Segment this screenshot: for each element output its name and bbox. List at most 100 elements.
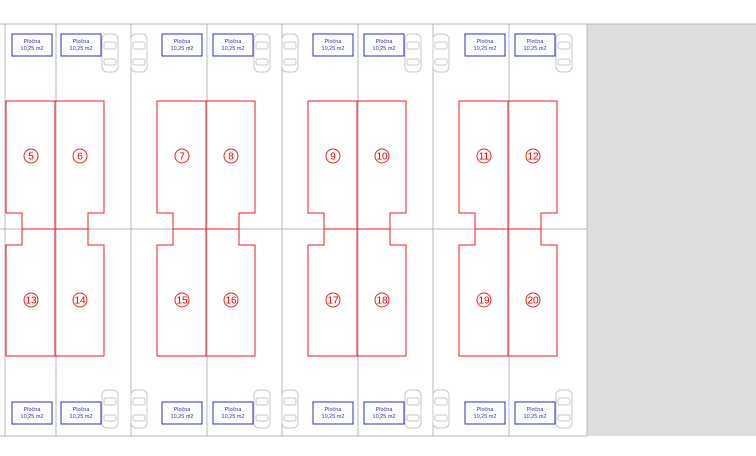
storage-label: Pločna	[174, 39, 192, 45]
storage-box-border	[312, 401, 354, 425]
storage-label: Pločna	[24, 407, 42, 413]
storage-label: Pločna	[325, 39, 343, 45]
storage-label: Pločna	[325, 407, 343, 413]
storage-box-border	[363, 401, 405, 425]
lot-number-10: 10	[376, 152, 388, 163]
storage-label: Pločna	[376, 407, 394, 413]
storage-box-border	[11, 33, 53, 57]
storage-area: 10,25 m2	[373, 414, 396, 420]
lot-number-circle	[325, 148, 341, 164]
lot-number-16: 16	[225, 296, 237, 307]
lot-number-14: 14	[74, 296, 86, 307]
lot-number-circle	[476, 292, 492, 308]
lot-number-6: 6	[77, 152, 83, 163]
storage-box-border	[161, 401, 203, 425]
storage-box-border	[464, 33, 506, 57]
car-outline-icon	[253, 389, 271, 429]
storage-box-border	[60, 401, 102, 425]
storage-box-border	[464, 401, 506, 425]
house-outlines	[5, 100, 558, 357]
lot-number-circle	[374, 292, 390, 308]
storage-label: Pločna	[225, 407, 243, 413]
lot-number-5: 5	[28, 152, 34, 163]
lot-number-circle	[325, 292, 341, 308]
lot-number-11: 11	[479, 152, 490, 163]
storage-box-border	[312, 33, 354, 57]
car-outline-icon	[281, 389, 299, 429]
storage-label: Pločna	[24, 39, 42, 45]
storage-area: 10,25 m2	[21, 46, 44, 52]
lot-number-12: 12	[527, 152, 539, 163]
house-outline-bottom	[156, 228, 256, 357]
storage-box-border	[514, 401, 556, 425]
lot-number-9: 9	[330, 152, 336, 163]
storage-box-border	[60, 33, 102, 57]
lot-boundaries	[0, 23, 756, 437]
car-outline-icon	[101, 389, 119, 429]
storage-box-border	[161, 33, 203, 57]
lot-number-8: 8	[228, 152, 234, 163]
car-outline-icon	[101, 33, 119, 73]
lot-number-circle	[23, 148, 39, 164]
storage-area: 10,25 m2	[322, 46, 345, 52]
lot-number-18: 18	[376, 296, 388, 307]
lot-number-circle	[174, 292, 190, 308]
lot-number-circle	[72, 148, 88, 164]
lot-number-circle	[23, 292, 39, 308]
car-outline-icon	[404, 33, 422, 73]
storage-label: Pločna	[376, 39, 394, 45]
storage-area: 10,25 m2	[474, 414, 497, 420]
car-outline-icon	[432, 33, 450, 73]
lot-number-circle	[72, 292, 88, 308]
lot-number-circle	[476, 148, 492, 164]
storage-label: Pločna	[477, 407, 495, 413]
house-outline-bottom	[5, 228, 105, 357]
storage-area: 10,25 m2	[524, 414, 547, 420]
storage-label: Pločna	[225, 39, 243, 45]
paved-area	[587, 24, 756, 436]
storage-area: 10,25 m2	[21, 414, 44, 420]
lot-number-7: 7	[179, 152, 185, 163]
storage-area: 10,25 m2	[222, 46, 245, 52]
car-outline-icon	[130, 389, 148, 429]
house-outline-bottom	[307, 228, 407, 357]
storage-area: 10,25 m2	[70, 414, 93, 420]
storage-area: 10,25 m2	[373, 46, 396, 52]
storage-label: Pločna	[527, 407, 545, 413]
storage-label: Pločna	[174, 407, 192, 413]
storage-area: 10,25 m2	[474, 46, 497, 52]
storage-area: 10,25 m2	[171, 46, 194, 52]
storage-label: Pločna	[527, 39, 545, 45]
car-outline-icon	[404, 389, 422, 429]
lot-number-circle	[374, 148, 390, 164]
lot-number-circle	[174, 148, 190, 164]
storage-area: 10,25 m2	[70, 46, 93, 52]
storage-box-border	[212, 401, 254, 425]
lot-number-circle	[525, 292, 541, 308]
lot-number-17: 17	[327, 296, 339, 307]
lot-number-20: 20	[527, 296, 539, 307]
car-outline-icon	[555, 33, 573, 73]
storage-box-border	[514, 33, 556, 57]
car-outline-icon	[130, 33, 148, 73]
storage-box-border	[11, 401, 53, 425]
lot-number-circle	[223, 148, 239, 164]
storage-area: 10,25 m2	[171, 414, 194, 420]
lot-number-circle	[525, 148, 541, 164]
